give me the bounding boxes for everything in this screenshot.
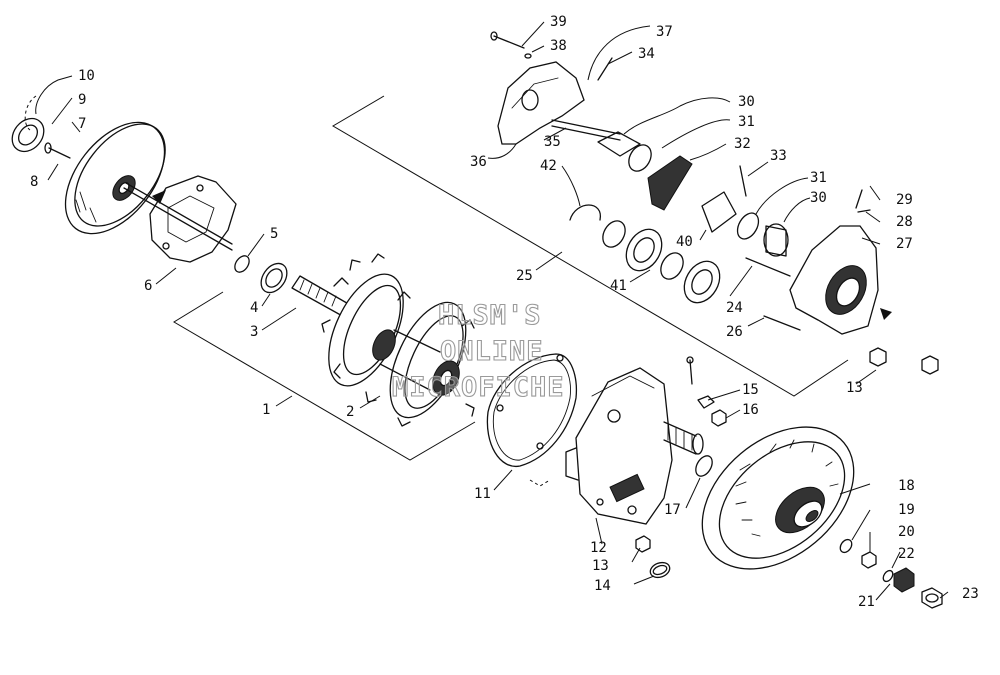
- callout-label: 36: [470, 154, 487, 170]
- callout-labels: 10 9 7 8 6 5 4 3 1 2 11 12 13 14 15 16 1…: [30, 14, 979, 610]
- callout-label: 39: [550, 14, 567, 30]
- callout-label: 19: [898, 502, 915, 518]
- callout-label: 40: [676, 234, 693, 250]
- callout-label: 2: [346, 404, 354, 420]
- callout-label: 13: [846, 380, 863, 396]
- callout-label: 15: [742, 382, 759, 398]
- callout-label: 29: [896, 192, 913, 208]
- callout-label: 22: [898, 546, 915, 562]
- bearing-housing-part: [745, 189, 939, 375]
- callout-label: 30: [738, 94, 755, 110]
- callout-label: 14: [594, 578, 611, 594]
- callout-label: 10: [78, 68, 95, 84]
- group-bracket-1: [173, 291, 476, 461]
- callout-label: 24: [726, 300, 743, 316]
- seal-ring-part: [11, 95, 71, 159]
- callout-label: 20: [898, 524, 915, 540]
- callout-label: 8: [30, 174, 38, 190]
- watermark: HLSM'S ONLINE MICROFICHE: [391, 299, 565, 403]
- callout-label: 37: [656, 24, 673, 40]
- callout-label: 6: [144, 278, 152, 294]
- callout-label: 4: [250, 300, 258, 316]
- callout-label: 7: [78, 116, 86, 132]
- bracket-part: [149, 175, 237, 263]
- callout-label: 9: [78, 92, 86, 108]
- callout-label: 17: [664, 502, 681, 518]
- chaincase-part: [565, 356, 704, 525]
- callout-label: 33: [770, 148, 787, 164]
- watermark-line-2: ONLINE: [440, 336, 544, 367]
- callout-label: 5: [270, 226, 278, 242]
- callout-label: 13: [592, 558, 609, 574]
- pulley-hardware-parts: [839, 538, 943, 609]
- callout-label: 21: [858, 594, 875, 610]
- callout-label: 41: [610, 278, 627, 294]
- callout-label: 42: [540, 158, 557, 174]
- leader-lines: [35, 21, 949, 601]
- callout-label: 31: [810, 170, 827, 186]
- watermark-line-3: MICROFICHE: [392, 372, 565, 403]
- callout-label: 25: [516, 268, 533, 284]
- callout-label: 32: [734, 136, 751, 152]
- callout-label: 35: [544, 134, 561, 150]
- callout-label: 23: [962, 586, 979, 602]
- callout-label: 34: [638, 46, 655, 62]
- callout-label: 28: [896, 214, 913, 230]
- callout-label: 11: [474, 486, 491, 502]
- callout-label: 27: [896, 236, 913, 252]
- watermark-line-1: HLSM'S: [438, 300, 542, 331]
- piston-seal-parts: [597, 131, 789, 257]
- callout-label: 18: [898, 478, 915, 494]
- callout-label: 30: [810, 190, 827, 206]
- callout-label: 3: [250, 324, 258, 340]
- callout-label: 12: [590, 540, 607, 556]
- caliper-assembly-part: [490, 31, 621, 145]
- callout-label: 38: [550, 38, 567, 54]
- callout-label: 1: [262, 402, 270, 418]
- callout-label: 26: [726, 324, 743, 340]
- bearing-stack-parts: [569, 204, 721, 304]
- gasket-part: [486, 353, 578, 487]
- drive-sprocket-part: [321, 253, 475, 427]
- driven-sheave-part: [64, 121, 233, 251]
- small-hardware-parts: [635, 395, 727, 579]
- callout-label: 16: [742, 402, 759, 418]
- callout-label: 31: [738, 114, 755, 130]
- group-bracket-25: [332, 95, 849, 397]
- driven-pulley-part: [701, 426, 855, 570]
